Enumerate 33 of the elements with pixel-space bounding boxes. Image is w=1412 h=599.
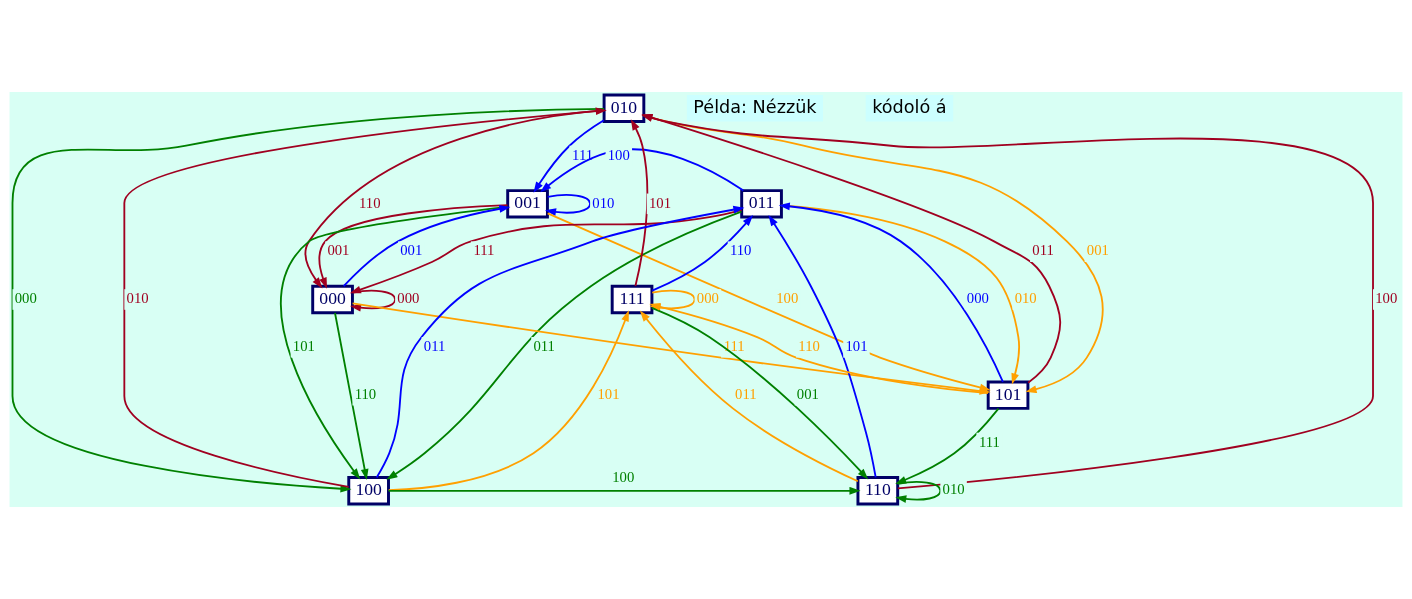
edge-label: 100 (776, 290, 799, 307)
edge-label: 101 (292, 338, 315, 355)
edge-label: 010 (126, 290, 149, 307)
edge-label: 100 (1375, 290, 1398, 307)
edge-label: 100 (612, 468, 635, 485)
label: kódoló á (872, 96, 947, 117)
edge-label: 000 (966, 290, 989, 307)
edge-label: 111 (473, 242, 495, 259)
edge-label: 110 (798, 338, 820, 355)
edge-label: 010 (592, 194, 615, 211)
edge-label: 000 (397, 290, 420, 307)
edge-label: 000 (14, 290, 37, 307)
edge-label: 111 (572, 146, 594, 163)
edge-label: 001 (796, 385, 819, 402)
edge-label: 010 (1014, 290, 1037, 307)
edge-label: 100 (607, 146, 630, 163)
edge-label: 110 (354, 385, 377, 402)
edge-label: 101 (845, 338, 868, 355)
edge-label: 111 (978, 433, 1000, 450)
edge-label: 010 (942, 481, 965, 498)
edge-label: 110 (359, 194, 381, 211)
edge-label: 011 (533, 338, 555, 355)
edge-label: 101 (648, 194, 672, 211)
label: Példa: Nézzük (693, 96, 817, 117)
edge-label: 101 (597, 385, 620, 402)
edge-label: 011 (1032, 242, 1054, 259)
edge-label: 001 (327, 242, 350, 259)
edge-label: 011 (735, 385, 757, 402)
edge-label: 000 (696, 290, 719, 307)
edge-label: 011 (423, 338, 446, 355)
edge-label: 110 (729, 242, 752, 259)
edge-label: 001 (1086, 242, 1109, 259)
edge-label: 001 (400, 242, 423, 259)
